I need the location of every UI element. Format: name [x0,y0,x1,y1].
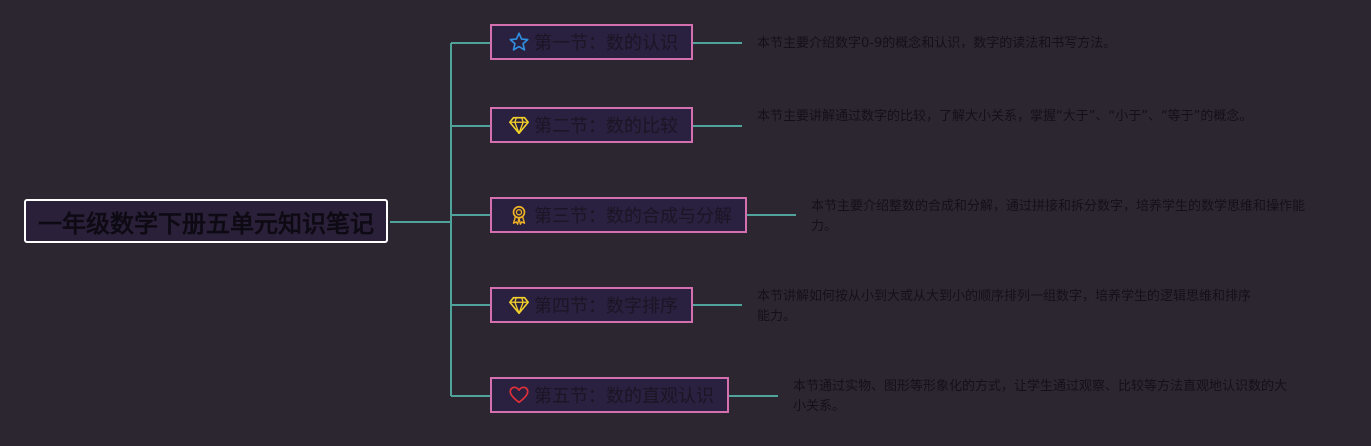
topic-section-3[interactable]: 第三节：数的合成与分解 [490,197,747,233]
topic-label: 第一节：数的认识 [534,33,678,54]
heart-icon [508,384,530,406]
topic-note-5: 本节通过实物、图形等形象化的方式，让学生通过观察、比较等方法直观地认识数的大小关… [793,379,1288,414]
topic-section-5[interactable]: 第五节：数的直观认识 [490,377,729,413]
topic-note-4: 本节讲解如何按从小到大或从大到小的顺序排列一组数字，培养学生的逻辑思维和排序能力… [757,289,1252,324]
diamond-icon [508,114,530,136]
topic-label: 第四节：数字排序 [534,296,678,317]
topic-note-3: 本节主要介绍整数的合成和分解，通过拼接和拆分数字，培养学生的数学思维和操作能力。 [811,199,1306,234]
central-topic[interactable]: 一年级数学下册五单元知识笔记 [24,199,388,243]
diamond-icon [508,294,530,316]
topic-label: 第二节：数的比较 [534,116,678,137]
topic-note-2: 本节主要讲解通过数字的比较，了解大小关系，掌握“大于”、“小于”、“等于”的概念… [757,109,1253,124]
topic-section-2[interactable]: 第二节：数的比较 [490,107,693,143]
topic-label: 第五节：数的直观认识 [534,386,714,407]
topic-note-1: 本节主要介绍数字0-9的概念和认识，数字的读法和书写方法。 [757,36,1117,51]
star-icon [508,31,530,53]
topic-section-4[interactable]: 第四节：数字排序 [490,287,693,323]
topic-section-1[interactable]: 第一节：数的认识 [490,24,693,60]
topic-label: 第三节：数的合成与分解 [534,206,732,227]
award-ribbon-icon [508,204,530,226]
